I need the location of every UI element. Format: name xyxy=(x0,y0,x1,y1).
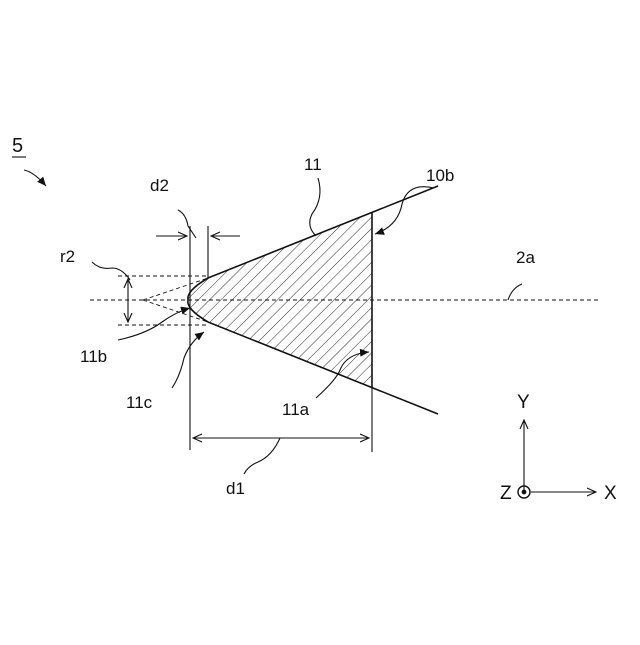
d2-leader xyxy=(178,210,196,238)
part-10b-label: 10b xyxy=(426,166,454,185)
x-axis-label: X xyxy=(604,483,617,504)
y-axis-label: Y xyxy=(517,392,530,413)
part-11b-leader xyxy=(118,308,190,340)
part-11-leader xyxy=(310,178,320,236)
element-11-hatch xyxy=(188,212,372,388)
axis-2a-label: 2a xyxy=(516,248,535,267)
r2-label: r2 xyxy=(60,247,75,266)
part-11c-leader xyxy=(172,332,204,388)
figure-ref-label: 5 xyxy=(12,135,23,157)
part-11b-label: 11b xyxy=(80,347,107,366)
r2-leader xyxy=(92,262,130,280)
part-11c-label: 11c xyxy=(126,393,153,412)
d2-label: d2 xyxy=(150,176,169,195)
axis-2a-leader xyxy=(508,284,522,300)
part-11-label: 11 xyxy=(304,155,322,174)
figure-ref-leader xyxy=(24,170,46,186)
part-11a-label: 11a xyxy=(282,400,310,419)
d1-label: d1 xyxy=(226,479,245,498)
part-10b-leader xyxy=(375,187,434,234)
d1-leader xyxy=(244,438,280,474)
z-axis-label: Z xyxy=(500,483,512,504)
